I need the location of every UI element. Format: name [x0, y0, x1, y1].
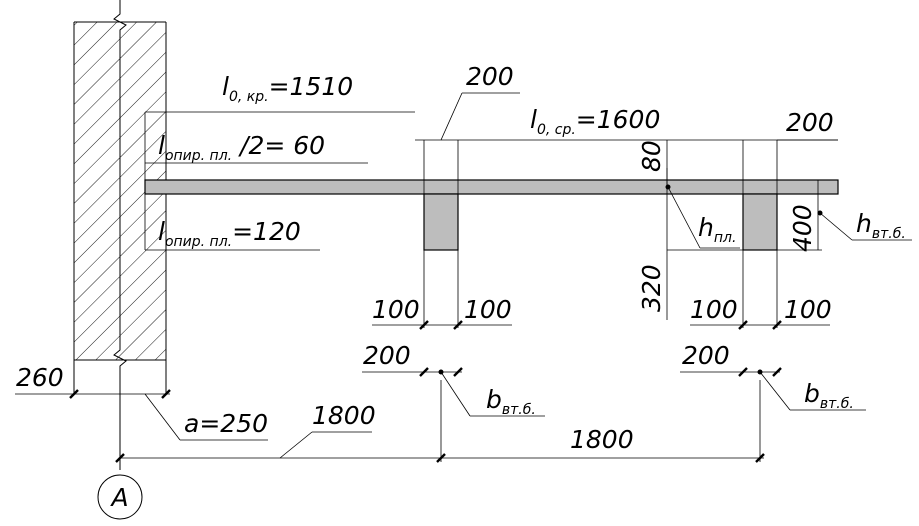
support-full-label: lопир. пл.=120 — [158, 217, 301, 250]
dim-1800-right: 1800 — [570, 425, 634, 454]
dim-200-r1: 200 — [363, 341, 411, 370]
l0-mid-label: l0, ср.=1600 — [530, 105, 660, 138]
dim-200-top: 200 — [466, 62, 514, 91]
dim-100-r1-right: 100 — [464, 295, 512, 324]
labels: l0, кр.=1510 lопир. пл. /2= 60 lопир. пл… — [16, 62, 906, 454]
h-pl-label: hпл. — [698, 213, 736, 246]
secondary-beam-ribs — [423, 193, 778, 251]
dim-100-r2-left: 100 — [690, 295, 738, 324]
dim-400: 400 — [788, 204, 817, 252]
axis-label: A — [109, 483, 128, 512]
b-vtb-label-2: bвт.б. — [804, 379, 854, 412]
axis-marker: A — [97, 474, 143, 520]
support-half-label: lопир. пл. /2= 60 — [158, 131, 325, 164]
dim-260: 260 — [16, 363, 64, 392]
wall — [73, 0, 167, 470]
h-vtb-label: hвт.б. — [856, 209, 906, 242]
dim-80: 80 — [637, 140, 666, 172]
dim-200-right: 200 — [786, 108, 834, 137]
dim-100-r1-left: 100 — [372, 295, 420, 324]
rib-dimension-lines — [372, 92, 912, 330]
axis-spacing-dimensions — [115, 380, 765, 463]
b-vtb-label-1: bвт.б. — [486, 385, 536, 418]
support-dimensions — [144, 111, 415, 251]
dim-200-r2: 200 — [682, 341, 730, 370]
l0-edge-label: l0, кр.=1510 — [222, 72, 353, 105]
wall-dimensions — [15, 389, 268, 441]
dim-100-r2-right: 100 — [784, 295, 832, 324]
rib-width-dimensions — [362, 367, 866, 417]
a-250-label: a=250 — [184, 409, 268, 438]
reference-dots — [438, 184, 823, 375]
dim-320: 320 — [637, 264, 666, 312]
slab — [144, 179, 839, 195]
dim-1800-left: 1800 — [312, 401, 376, 430]
